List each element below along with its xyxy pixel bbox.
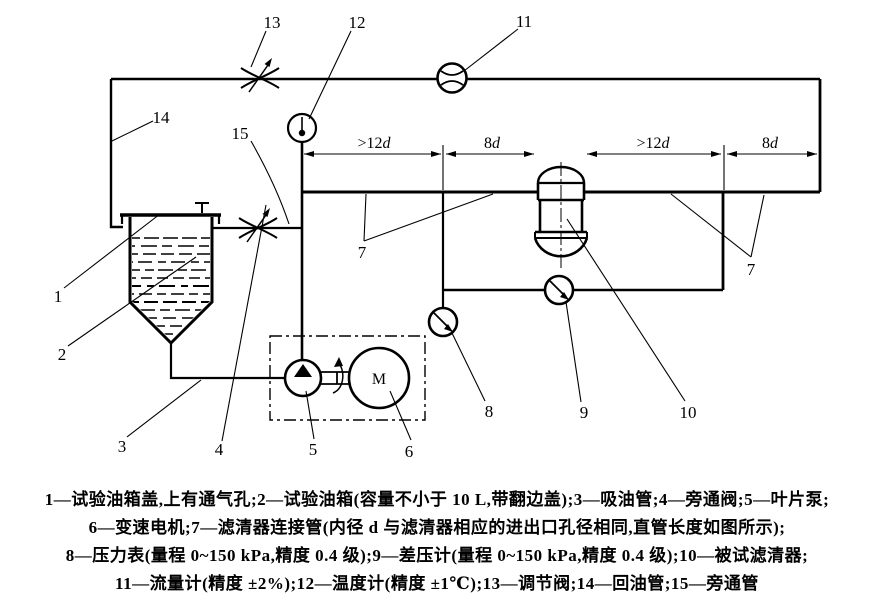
leader-1 [63, 213, 161, 289]
leader-7b-2 [750, 194, 765, 258]
leader-13 [250, 30, 267, 68]
motor-letter: M [372, 371, 386, 388]
part-label-5: 5 [309, 440, 318, 459]
test-pipe [300, 143, 820, 362]
leader-3 [126, 379, 202, 438]
bypass-valve-icon [238, 208, 278, 243]
vent-hole [195, 202, 209, 213]
pump-flow-triangle [294, 364, 312, 377]
part-label-9: 9 [580, 403, 589, 422]
thermometer-icon [286, 112, 318, 144]
pressure-tap-lines [441, 192, 725, 308]
dim-label-gt12d-left: >12d [357, 135, 391, 152]
leader-5 [305, 390, 315, 440]
drive-shaft [321, 371, 349, 385]
dimension-arrowheads [304, 151, 817, 157]
part-labels: 1 2 3 4 5 6 7 7 8 9 10 11 12 13 14 15 [54, 12, 756, 461]
oil-tank [120, 202, 221, 345]
leader-4 [221, 204, 267, 442]
circuit-diagram: >12d 8d >12d 8d [54, 12, 822, 461]
leader-8 [451, 332, 486, 402]
part-label-4: 4 [215, 440, 224, 459]
part-label-1: 1 [54, 287, 63, 306]
tank-lid [120, 213, 221, 224]
suction-pipe [169, 343, 285, 380]
suction-pipe-line [169, 343, 285, 380]
figure-caption: 1—试验油箱盖,上有通气孔;2—试验油箱(容量不小于 10 L,带翻边盖);3—… [0, 486, 874, 598]
part-label-14: 14 [153, 108, 171, 127]
leader-7b-1 [670, 193, 752, 258]
leader-12 [308, 30, 352, 120]
part-label-12: 12 [349, 13, 366, 32]
return-pipe-left-leg [109, 79, 123, 229]
pump-motor-enclosure [269, 335, 426, 421]
tank-walls [128, 217, 214, 345]
part-label-15: 15 [232, 124, 249, 143]
pressure-gauge-icon [427, 306, 459, 338]
leader-6 [389, 390, 412, 441]
leader-14 [111, 120, 154, 142]
dimension-lines: >12d 8d >12d 8d [304, 135, 817, 190]
caption-line-3: 8—压力表(量程 0~150 kPa,精度 0.4 级);9—差压计(量程 0~… [65, 546, 809, 565]
part-label-13: 13 [264, 13, 281, 32]
vane-pump-icon [283, 358, 323, 398]
leader-7a-1 [363, 193, 367, 242]
dim-label-8d-right: 8d [762, 135, 779, 152]
part-label-7-left: 7 [358, 243, 367, 262]
electric-motor-icon [347, 346, 411, 410]
caption-line-1: 1—试验油箱盖,上有通气孔;2—试验油箱(容量不小于 10 L,带翻边盖);3—… [44, 490, 830, 509]
leader-2 [67, 256, 197, 347]
flow-meter-icon [436, 62, 468, 94]
leader-9 [565, 301, 582, 403]
filter-body [533, 165, 589, 258]
dim-label-gt12d-right: >12d [636, 135, 670, 152]
part-label-2: 2 [58, 345, 67, 364]
dim-label-8d-left: 8d [484, 135, 501, 152]
leader-10 [566, 218, 686, 402]
differential-pressure-gauge-icon [543, 274, 575, 306]
caption-line-4: 11—流量计(精度 ±2%);12—温度计(精度 ±1℃);13—调节阀;14—… [115, 574, 759, 593]
rotation-arrowhead [334, 357, 343, 367]
part-label-3: 3 [118, 437, 127, 456]
part-label-8: 8 [485, 402, 494, 421]
test-filter [533, 162, 589, 268]
pump-motor-unit: M [269, 335, 426, 421]
regulating-valve-icon [240, 58, 280, 93]
rotation-arrow [332, 362, 344, 394]
leader-11 [463, 28, 519, 72]
part-label-6: 6 [405, 442, 414, 461]
leader-7a-2 [363, 193, 494, 242]
caption-line-2: 6—变速电机;7—滤清器连接管(内径 d 与滤清器相应的进出口孔径相同,直管长度… [88, 518, 786, 537]
oil-level-dashes [132, 237, 210, 335]
part-label-7-right: 7 [747, 260, 756, 279]
leader-lines [63, 28, 765, 442]
part-label-11: 11 [516, 12, 532, 31]
leader-15 [250, 140, 290, 225]
part-label-10: 10 [680, 403, 697, 422]
